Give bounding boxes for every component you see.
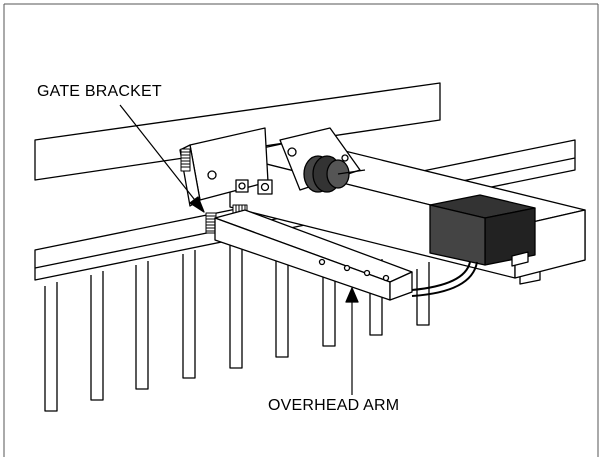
gate-pickets	[44, 240, 430, 412]
overhead-arm	[214, 209, 413, 301]
gate-bracket-label: GATE BRACKET	[37, 83, 162, 100]
overhead-arm-label: OVERHEAD ARM	[268, 397, 400, 414]
motor-housing	[429, 194, 536, 267]
arm-hoop	[411, 261, 478, 297]
frame-border	[3, 3, 599, 457]
wall-beam	[34, 82, 441, 181]
gate-bracket-leader	[119, 104, 205, 213]
spring-icon	[180, 148, 191, 172]
overhead-arm-leader	[345, 287, 359, 395]
pulley-icon	[303, 155, 366, 193]
